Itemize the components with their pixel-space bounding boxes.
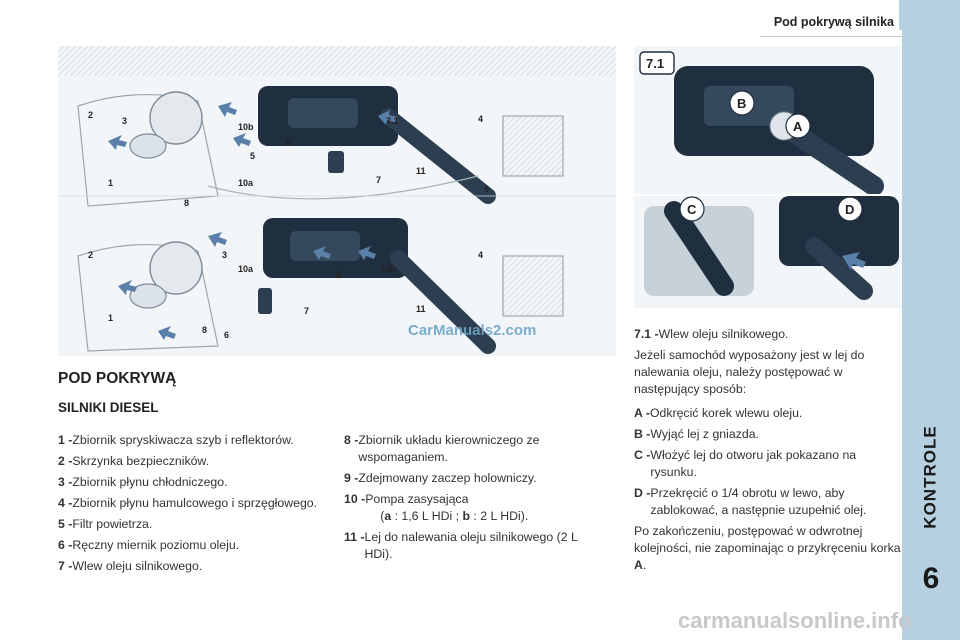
- callout-b: B: [737, 96, 746, 111]
- callout-label: 2: [88, 110, 93, 120]
- callout-label: 10b: [238, 122, 254, 132]
- page-watermark: carmanualsonline.info: [678, 608, 912, 633]
- engine-view-bottom: [77, 218, 564, 354]
- callout-label: 3: [122, 116, 127, 126]
- procedure-intro: 7.1 -Wlew oleju silnikowego.: [634, 327, 789, 341]
- callout-label: 6: [224, 330, 229, 340]
- callout-label: 1: [108, 313, 113, 323]
- section-title: POD POKRYWĄ: [58, 370, 177, 387]
- callout-label: 3: [222, 250, 227, 260]
- list-item: 3 -Zbiornik płynu chłodniczego.: [58, 475, 228, 489]
- procedure-step: A -Odkręcić korek wlewu oleju.: [634, 406, 803, 420]
- list-item: 2 -Skrzynka bezpieczników.: [58, 454, 210, 468]
- callout-label: 11: [416, 304, 426, 314]
- callout-label: 8: [202, 325, 207, 335]
- callout-label: 4: [478, 250, 483, 260]
- oil-funnel-procedure: 7.1 -Wlew oleju silnikowego. Jeżeli samo…: [634, 326, 904, 581]
- list-item: 5 -Filtr powietrza.: [58, 517, 153, 531]
- engine-bay-figure: 2 3 1 8 10b 5 10a 6 7.1 4 7 11 9 2 3 1 8…: [58, 46, 616, 356]
- procedure-step: B -Wyjąć lej z gniazda.: [634, 427, 759, 441]
- engine-bay-illustration: 2 3 1 8 10b 5 10a 6 7.1 4 7 11 9 2 3 1 8…: [58, 46, 616, 356]
- page-header-title: Pod pokrywą silnika: [773, 15, 894, 29]
- list-item: 9 -Zdejmowany zaczep holowniczy.: [344, 471, 537, 485]
- component-list-left: 1 -Zbiornik spryskiwacza szyb i reflekto…: [58, 432, 328, 579]
- callout-label: 5: [336, 270, 341, 280]
- funnel-step-cd: [634, 194, 902, 300]
- chapter-tab: [902, 0, 960, 640]
- callout-d: D: [845, 202, 854, 217]
- callout-label: 11: [416, 166, 426, 176]
- engine-view-top: [58, 46, 616, 207]
- callout-label: 9: [484, 184, 489, 194]
- tab-strip: [899, 0, 902, 30]
- chapter-label-text: KONTROLE: [921, 425, 941, 529]
- callout-label: 6: [286, 138, 291, 148]
- chapter-number: 6: [922, 562, 940, 595]
- section-subtitle: SILNIKI DIESEL: [58, 400, 159, 415]
- list-item: 6 -Ręczny miernik poziomu oleju.: [58, 538, 240, 552]
- list-item: 4 -Zbiornik płynu hamulcowego i sprzęgło…: [58, 496, 318, 510]
- list-item: 11 -Lej do nalewania oleju silnikowego (…: [344, 530, 578, 561]
- callout-label: 10a: [238, 264, 254, 274]
- callout-label: 7: [376, 175, 381, 185]
- list-item: 7 -Wlew oleju silnikowego.: [58, 559, 203, 573]
- callout-label: 4: [478, 114, 483, 124]
- list-item: 10 - Pompa zasysająca (a : 1,6 L HDi ; b…: [344, 492, 529, 523]
- oil-funnel-figure: 7.1 B A C D: [634, 46, 902, 308]
- callout-label: 8: [184, 198, 189, 208]
- callout-c: C: [687, 202, 697, 217]
- figure-watermark: CarManuals2.com: [408, 322, 537, 339]
- callout-a: A: [793, 119, 803, 134]
- procedure-closing: Po zakończeniu, postępować w odwrotnej k…: [634, 524, 901, 572]
- callout-label: 10a: [238, 178, 254, 188]
- list-item: 1 -Zbiornik spryskiwacza szyb i reflekto…: [58, 433, 294, 447]
- oil-funnel-illustration: 7.1 B A C D: [634, 46, 902, 308]
- chapter-tab-label: KONTROLE: [902, 392, 960, 562]
- header-rule: [760, 36, 902, 37]
- callout-label: 10b: [380, 264, 396, 274]
- callout-label: 2: [88, 250, 93, 260]
- list-item: 8 -Zbiornik układu kierowniczego ze wspo…: [344, 433, 540, 464]
- callout-label: 7: [304, 306, 309, 316]
- procedure-step: D -Przekręcić o 1/4 obrotu w lewo, aby z…: [634, 486, 867, 517]
- arrow-markers: [108, 102, 397, 340]
- callout-label: 1: [108, 178, 113, 188]
- figure-badge: 7.1: [646, 56, 664, 71]
- procedure-step: C -Włożyć lej do otworu jak pokazano na …: [634, 448, 857, 479]
- component-list-mid: 8 -Zbiornik układu kierowniczego ze wspo…: [344, 432, 594, 567]
- pump-variants: (a : 1,6 L HDi ; b : 2 L HDi).: [380, 509, 529, 523]
- callout-label: 7.1: [386, 116, 399, 126]
- procedure-lead: Jeżeli samochód wyposażony jest w lej do…: [634, 348, 865, 396]
- callout-label: 5: [250, 151, 255, 161]
